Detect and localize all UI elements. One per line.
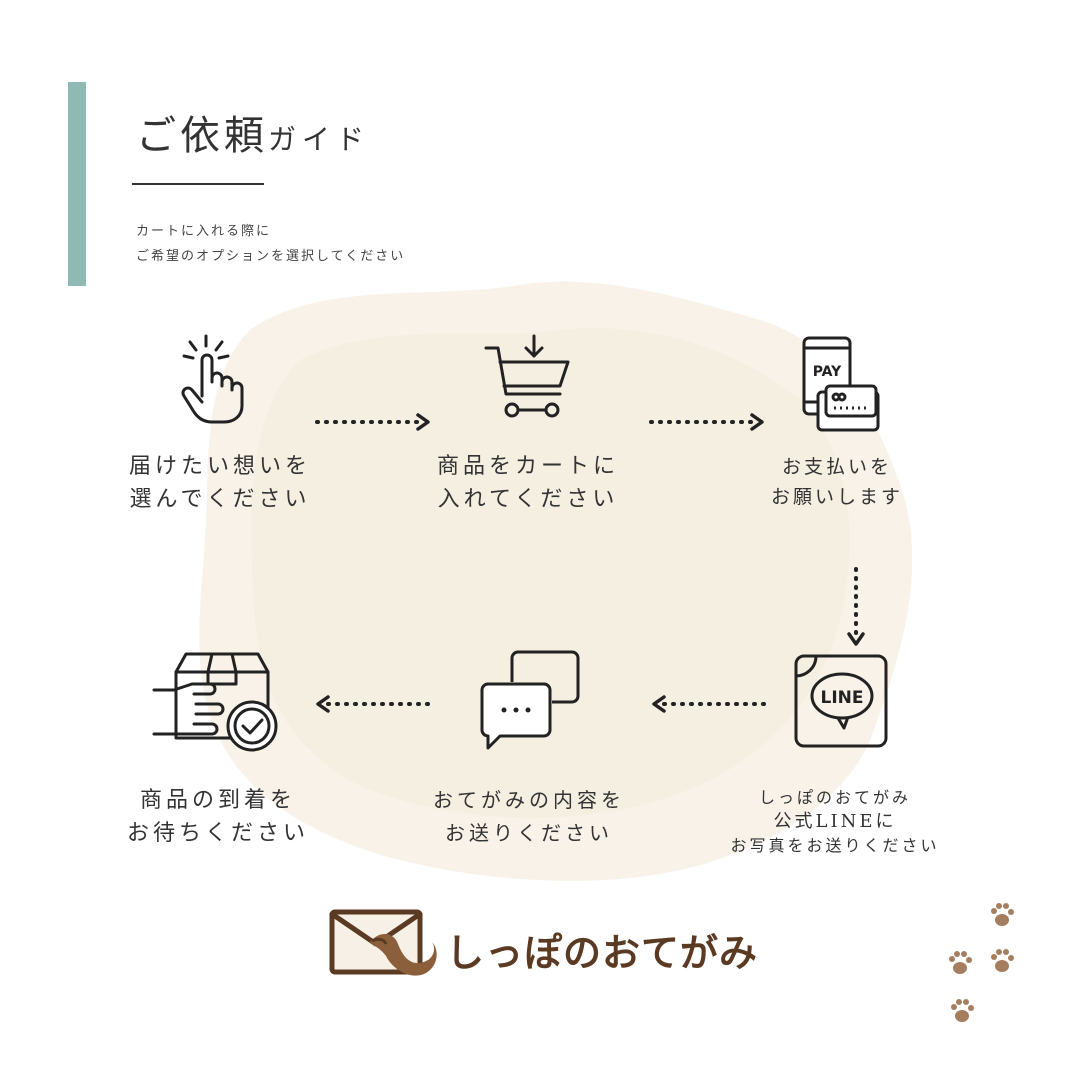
step-1-text: 届けたい想いを 選んでください <box>120 450 320 516</box>
step-2-line-2: 入れてください <box>437 487 619 512</box>
tap-hand-icon <box>181 334 244 424</box>
paw-icon <box>951 999 974 1022</box>
step-3-line-1: お支払いを <box>781 456 892 478</box>
paw-prints-decoration <box>949 903 1014 1022</box>
line-label: LINE <box>821 688 864 708</box>
logo-envelope-icon <box>329 909 437 976</box>
step-2-line-1: 商品をカートに <box>436 454 619 479</box>
page-title: ご依頼ガイド <box>136 103 370 161</box>
arrow-right-1 <box>315 413 430 431</box>
delivery-box-check-icon <box>152 652 278 752</box>
subtitle: カートに入れる際に ご希望のオプションを選択してください <box>136 219 405 269</box>
paw-icon <box>949 951 972 974</box>
step-5-line-2: お送りください <box>445 821 613 845</box>
step-3-line-2: お願いします <box>770 486 903 508</box>
paw-icon <box>991 903 1014 926</box>
pay-label: PAY <box>813 364 842 380</box>
title-sub: ガイド <box>268 123 371 156</box>
accent-bar <box>68 82 86 286</box>
step-6-line-2: お待ちください <box>126 821 309 846</box>
step-6-line-1: 商品の到着を <box>139 788 296 813</box>
step-1-line-2: 選んでください <box>129 487 311 512</box>
title-underline <box>132 183 264 185</box>
step-6-text: 商品の到着を お待ちください <box>118 784 318 850</box>
arrow-left-2 <box>316 695 431 713</box>
step-5-line-1: おてがみの内容を <box>433 788 625 812</box>
arrow-left-1 <box>652 695 767 713</box>
step-4-line-3: お写真をお送りください <box>730 836 940 855</box>
step-2-text: 商品をカートに 入れてください <box>428 450 628 516</box>
paw-icon <box>991 949 1014 972</box>
chat-bubbles-icon <box>480 650 580 750</box>
logo-text: しっぽのおてがみ <box>446 931 759 975</box>
arrow-down <box>847 567 865 646</box>
payment-icon: PAY <box>802 336 880 432</box>
shopping-cart-icon <box>484 334 570 418</box>
step-4-text: しっぽのおてがみ 公式LINEに お写真をお送りください <box>710 786 960 858</box>
subtitle-line-1: カートに入れる際に <box>136 224 272 239</box>
step-3-text: お支払いを お願いします <box>742 452 932 512</box>
step-5-text: おてがみの内容を お送りください <box>414 784 644 850</box>
line-app-icon: LINE <box>794 654 888 748</box>
subtitle-line-2: ご希望のオプションを選択してください <box>136 249 406 264</box>
step-4-line-2: 公式LINEに <box>773 811 897 832</box>
step-4-line-1: しっぽのおてがみ <box>758 788 911 807</box>
arrow-right-2 <box>649 413 764 431</box>
step-1-line-1: 届けたい想いを <box>128 454 311 479</box>
title-main: ご依頼 <box>136 113 268 159</box>
